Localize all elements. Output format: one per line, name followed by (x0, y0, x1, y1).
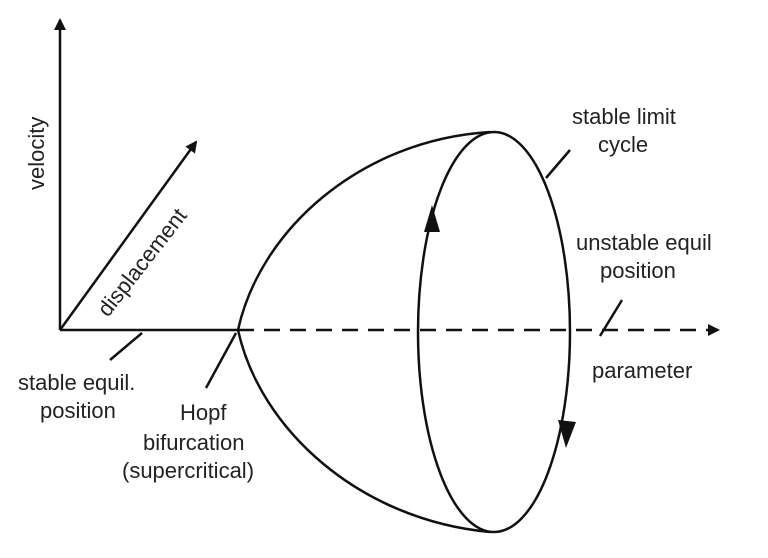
paraboloid-top (236, 130, 491, 331)
displacement-axis (58, 140, 198, 331)
parameter-label: parameter (592, 358, 692, 383)
stable-limit-cycle-label-2: cycle (598, 132, 648, 157)
stable-equil-label-1: stable equil. (18, 370, 135, 395)
displacement-label: displacement (92, 204, 192, 322)
stable-limit-cycle-label-1: stable limit (572, 104, 676, 129)
unstable-equil-label-2: position (600, 258, 676, 283)
hopf-label-1: Hopf (180, 400, 227, 425)
hopf-label-2: bifurcation (143, 430, 245, 455)
leader-unstable-equil (598, 299, 624, 337)
velocity-label: velocity (24, 117, 49, 190)
limit-cycle-ellipse (416, 130, 572, 534)
leader-limit-cycle (545, 149, 571, 179)
leader-stable-equil (109, 332, 143, 361)
leader-hopf (204, 332, 238, 389)
unstable-equil-label-1: unstable equil (576, 230, 712, 255)
arrow-down-icon (558, 420, 576, 448)
paraboloid-bottom (236, 329, 491, 534)
hopf-label-3: (supercritical) (122, 458, 254, 483)
stable-equil-label-2: position (40, 398, 116, 423)
arrow-up-icon (424, 205, 440, 232)
